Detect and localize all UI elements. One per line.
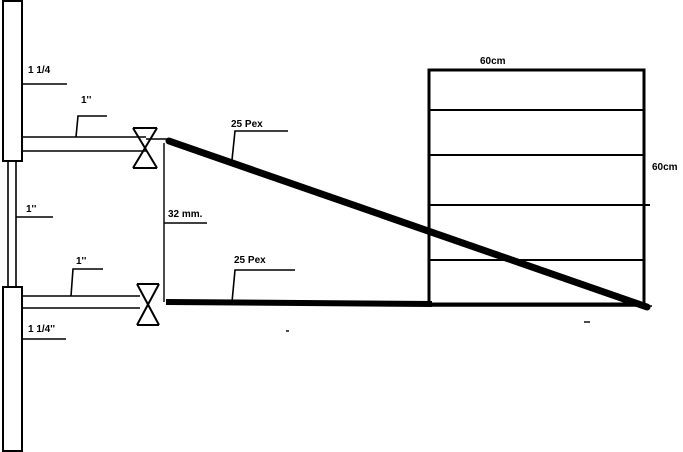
upper-valve-icon xyxy=(132,127,158,169)
upper-main-pipe xyxy=(2,0,23,162)
label-radiator-width: 60cm xyxy=(480,56,506,67)
lower-branch-pipe xyxy=(22,295,140,309)
label-upper-pex: 25 Pex xyxy=(231,119,263,130)
label-lower-branch: 1'' xyxy=(76,256,86,267)
label-lower-pex: 25 Pex xyxy=(234,255,266,266)
leader-lines xyxy=(16,83,295,340)
lower-valve-icon xyxy=(136,283,160,326)
upper-pex-pipe xyxy=(165,137,651,311)
label-upper-branch: 1'' xyxy=(81,95,91,106)
label-riser: 1'' xyxy=(26,204,36,215)
label-upper-main-pipe: 1 1/4 xyxy=(28,65,51,76)
label-gap: 32 mm. xyxy=(168,209,203,220)
label-lower-main-pipe: 1 1/4'' xyxy=(28,324,55,335)
label-radiator-height: 60cm xyxy=(652,162,678,173)
radiator xyxy=(427,68,652,307)
lower-main-pipe xyxy=(2,286,23,452)
lower-pex-pipe xyxy=(165,299,433,307)
riser-pipe xyxy=(7,161,17,287)
